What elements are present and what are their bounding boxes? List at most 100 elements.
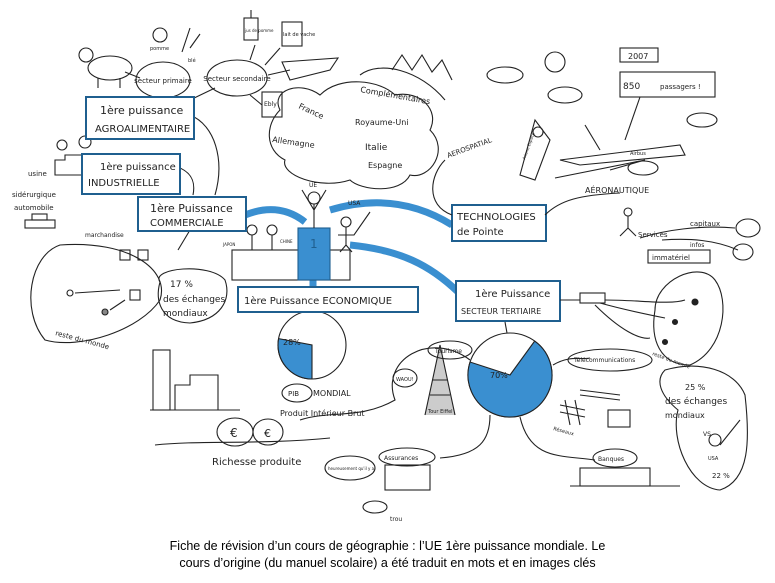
network-box xyxy=(579,292,606,304)
aerospatial-label: AEROSPATIAL xyxy=(446,136,493,160)
wow-bubble xyxy=(392,368,418,388)
rocket-icon xyxy=(519,118,551,181)
banques-bubble xyxy=(592,448,638,468)
assurances-building-icon xyxy=(384,464,431,491)
euro-symbol: € xyxy=(230,426,238,440)
tourisme-label: Tourisme xyxy=(434,348,462,355)
telecom-label: Télécommunications xyxy=(573,357,635,364)
airbus-label: Airbus xyxy=(630,151,646,157)
phones-icon xyxy=(579,389,621,401)
milk-carton-icon xyxy=(281,21,303,47)
mondial-label: MONDIAL xyxy=(313,389,351,398)
baseball-player-icon xyxy=(708,419,741,447)
heureusement-label: heureusement qu'il y a xyxy=(328,466,375,471)
tertiaire-box xyxy=(455,280,561,322)
world-point xyxy=(101,308,109,316)
siderurgique-label: sidérurgique xyxy=(12,191,56,199)
eiffel-tower-icon xyxy=(424,344,456,416)
network-grid-icon xyxy=(559,399,586,426)
ble-label: blé xyxy=(188,57,196,64)
usa-figure-icon xyxy=(338,211,371,253)
japon-figure-icon xyxy=(246,224,258,250)
tertiaire-line2: SECTEUR TERTIAIRE xyxy=(461,307,541,316)
world-point xyxy=(691,298,699,306)
tertiaire-pct: 25 % xyxy=(685,383,706,392)
economique-box xyxy=(237,286,419,313)
chine-figure-icon xyxy=(266,224,278,250)
figure-caption: Fiche de révision d’un cours de géograph… xyxy=(0,538,775,572)
economie-pie-slice xyxy=(277,337,313,380)
ground-line xyxy=(150,409,331,446)
pib-full-label: Produit Intérieur Brut xyxy=(280,408,365,418)
euro-symbol: € xyxy=(264,427,271,440)
secteur-secondaire-label: Secteur secondaire xyxy=(203,75,270,83)
industrie-line1: 1ère puissance xyxy=(100,161,176,173)
world-point xyxy=(671,318,679,326)
france-label: France xyxy=(297,102,325,121)
caption-line-2: cours d’origine (du manuel scolaire) a é… xyxy=(179,556,596,570)
world-point xyxy=(661,338,669,346)
tourisme-bubble xyxy=(427,340,473,360)
passagers-sign xyxy=(619,71,716,98)
commerce-pct: 17 % xyxy=(170,280,193,290)
reste-du-monde-left: reste du monde xyxy=(54,329,110,351)
economique-label: 1ère Puissance ECONOMIQUE xyxy=(244,295,392,307)
ue-figure-icon xyxy=(301,189,327,228)
technologies-line1: TECHNOLOGIES xyxy=(456,212,536,223)
marchandise-label: marchandise xyxy=(85,232,124,239)
year-label: 2007 xyxy=(628,52,648,61)
reseaux-label: Réseaux xyxy=(552,425,574,437)
secteur-primaire-label: secteur primaire xyxy=(134,77,192,85)
city-buildings-icon xyxy=(152,349,219,411)
technologies-line2: de Pointe xyxy=(457,227,504,238)
usa-label: USA xyxy=(708,456,719,462)
car-icon xyxy=(24,213,56,229)
wow-label: WAOU! xyxy=(396,377,414,383)
podium xyxy=(231,249,351,281)
vs-label: VS xyxy=(703,431,711,438)
pib-label: PIB xyxy=(288,390,299,398)
tertiaire-line1: 1ère Puissance xyxy=(475,288,550,300)
commerciale-line2: COMMERCIALE xyxy=(150,218,224,229)
ebly-box-icon xyxy=(261,91,283,118)
cloud-icon xyxy=(486,66,718,176)
passagers-number: 850 xyxy=(623,82,640,92)
mind-map: 1ère puissance AGROALIMENTAIRE secteur p… xyxy=(12,10,761,523)
italie-label: Italie xyxy=(365,143,388,153)
euro-coin-icon xyxy=(735,218,761,238)
cow-icon xyxy=(78,47,133,88)
commerce-echanges-1: des échanges xyxy=(163,294,225,305)
secteur-secondaire-bubble xyxy=(206,59,268,97)
juice-bottle-icon xyxy=(243,10,259,41)
reste-du-monde-right: reste du monde xyxy=(651,351,690,370)
infos-label: infos xyxy=(690,242,704,249)
money-bag-icon xyxy=(252,418,284,446)
ribbon-to-technologies xyxy=(328,199,454,228)
assurances-label: Assurances xyxy=(384,455,418,462)
ue-cloud xyxy=(268,81,439,190)
person-icon xyxy=(619,207,637,237)
podium-rank: 1 xyxy=(310,237,318,251)
industrielle-box xyxy=(81,153,181,195)
agro-line2: AGROALIMENTAIRE xyxy=(95,124,190,135)
bank-building-icon xyxy=(570,467,680,487)
reste-du-monde-bubble-left xyxy=(30,243,162,344)
capitaux-label: capitaux xyxy=(690,220,720,228)
reste-du-monde-bubble-right xyxy=(653,271,724,366)
goods-icon xyxy=(119,249,149,301)
ribbon-to-commerciale xyxy=(243,206,308,225)
allemagne-label: Allemagne xyxy=(272,135,316,150)
usine-label: usine xyxy=(28,170,47,178)
pomme-label: pomme xyxy=(150,46,169,52)
info-coin-icon xyxy=(732,243,754,261)
speech-bubble xyxy=(324,455,376,481)
people-chain-icon xyxy=(391,53,453,81)
pib-bubble xyxy=(281,383,313,403)
echanges-bubble-left xyxy=(157,268,228,324)
technologies-box xyxy=(451,204,547,242)
chine-tag: CHINE xyxy=(280,239,293,244)
commerciale-box xyxy=(137,196,247,232)
echanges-bubble-right xyxy=(659,365,749,491)
usa-pct: 22 % xyxy=(712,472,730,480)
japon-tag: JAPON xyxy=(222,242,235,247)
